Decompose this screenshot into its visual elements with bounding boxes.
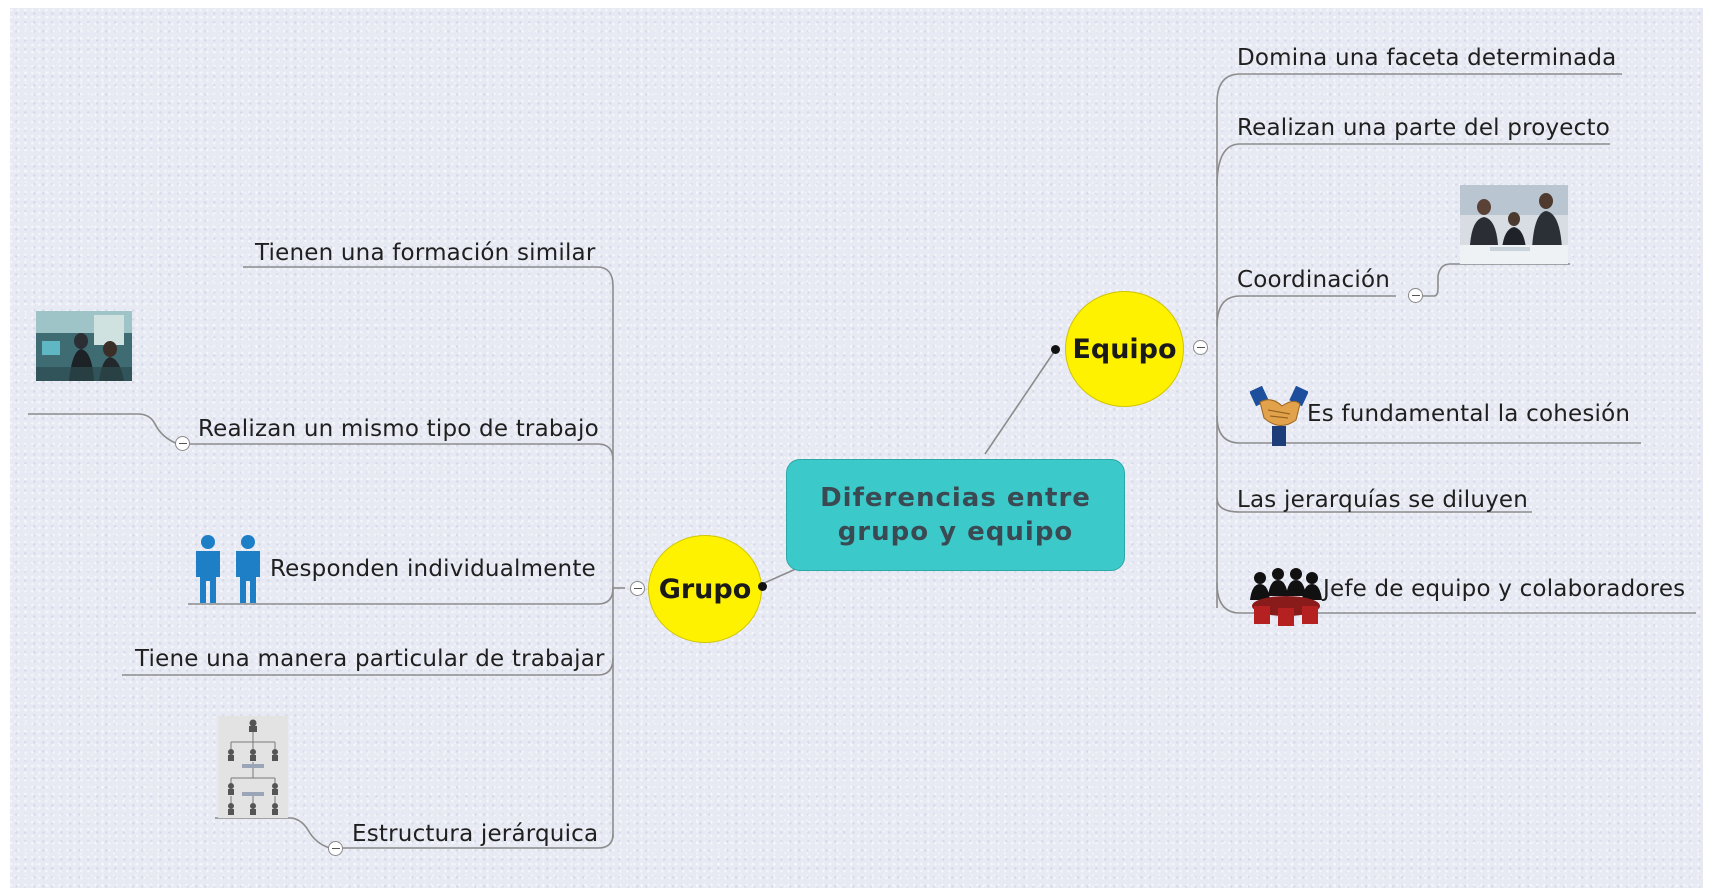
equipo-item-3-collapse-button[interactable] (1408, 288, 1423, 303)
grupo-item-formacion[interactable]: Tienen una formación similar (255, 240, 596, 266)
business-meeting-photo (1460, 185, 1568, 264)
equipo-item-jerarquias[interactable]: Las jerarquías se diluyen (1237, 487, 1529, 513)
grupo-item-responden[interactable]: Responden individualmente (270, 556, 596, 582)
equipo-label: Equipo (1072, 333, 1177, 365)
grupo-sub-branch-2 (28, 413, 179, 445)
equipo-branch-2 (1216, 143, 1610, 187)
connector-lines (28, 73, 1696, 849)
grupo-branch-5 (330, 833, 614, 849)
grupo-branch-1 (243, 266, 614, 287)
grupo-branch-3 (188, 587, 614, 605)
grupo-item-estructura[interactable]: Estructura jerárquica (352, 821, 599, 847)
office-people-photo (36, 311, 132, 381)
grupo-label: Grupo (658, 573, 752, 605)
grupo-item-mismo-trabajo[interactable]: Realizan un mismo tipo de trabajo (198, 416, 599, 442)
equipo-item-jefe[interactable]: Jefe de equipo y colaboradores (1323, 576, 1686, 602)
equipo-topic[interactable]: Equipo (1065, 291, 1184, 407)
grupo-sub-branch-5 (215, 817, 331, 849)
grupo-connector-dot (758, 582, 767, 591)
equipo-branch-4 (1216, 415, 1641, 444)
equipo-collapse-button[interactable] (1193, 340, 1208, 355)
central-topic-line-2: grupo y equipo (837, 517, 1074, 547)
grupo-topic[interactable]: Grupo (648, 535, 762, 643)
equipo-branch-1 (1216, 73, 1622, 104)
team-meeting-icon (1248, 566, 1324, 626)
central-topic[interactable]: Diferencias entre grupo y equipo (786, 459, 1125, 571)
grupo-branch-4 (122, 657, 614, 676)
two-people-icon (190, 533, 268, 603)
grupo-item-5-collapse-button[interactable] (328, 841, 343, 856)
equipo-item-faceta[interactable]: Domina una faceta determinada (1237, 45, 1617, 71)
grupo-branch-2 (190, 443, 614, 461)
grupo-item-2-collapse-button[interactable] (175, 436, 190, 451)
handshake-icon (1250, 386, 1308, 446)
org-chart-image (218, 716, 288, 818)
equipo-connector-dot (1051, 345, 1060, 354)
central-topic-line-1: Diferencias entre (820, 483, 1091, 513)
equipo-item-parte-proyecto[interactable]: Realizan una parte del proyecto (1237, 115, 1610, 141)
equipo-branch-3 (1216, 295, 1396, 327)
grupo-item-manera[interactable]: Tiene una manera particular de trabajar (135, 646, 605, 672)
equipo-sub-branch-3 (1421, 263, 1570, 297)
mindmap-canvas: Diferencias entre grupo y equipo Grupo E… (10, 8, 1703, 888)
equipo-branch-6 (1216, 582, 1696, 614)
equipo-branch-5 (1216, 497, 1532, 513)
equipo-item-cohesion[interactable]: Es fundamental la cohesión (1307, 401, 1631, 427)
equipo-item-coordinacion[interactable]: Coordinación (1237, 267, 1391, 293)
center-equipo-link (984, 348, 1057, 455)
grupo-collapse-button[interactable] (630, 581, 645, 596)
